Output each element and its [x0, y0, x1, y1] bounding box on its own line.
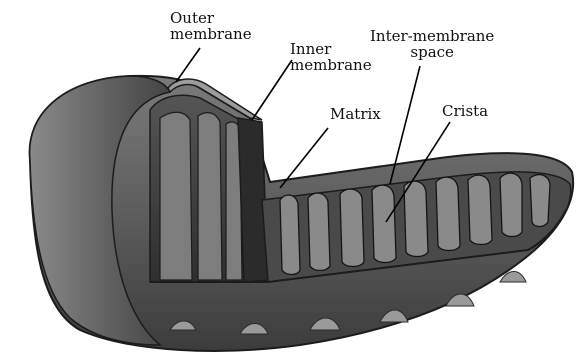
label-inner-membrane-line1: Inner: [290, 41, 372, 57]
label-intermembrane-space: Inter-membrane space: [370, 28, 494, 60]
leader-inner-membrane: [252, 60, 292, 120]
label-outer-membrane-line1: Outer: [170, 10, 252, 26]
label-outer-membrane: Outer membrane: [170, 10, 252, 42]
label-crista: Crista: [442, 103, 488, 119]
left-cristae: [160, 112, 242, 280]
label-inner-membrane-line2: membrane: [290, 57, 372, 73]
leader-outer-membrane: [176, 48, 200, 82]
label-intermembrane-space-line2: space: [370, 44, 494, 60]
label-inner-membrane: Inner membrane: [290, 41, 372, 73]
label-intermembrane-space-line1: Inter-membrane: [370, 28, 494, 44]
label-outer-membrane-line2: membrane: [170, 26, 252, 42]
label-matrix: Matrix: [330, 106, 381, 122]
